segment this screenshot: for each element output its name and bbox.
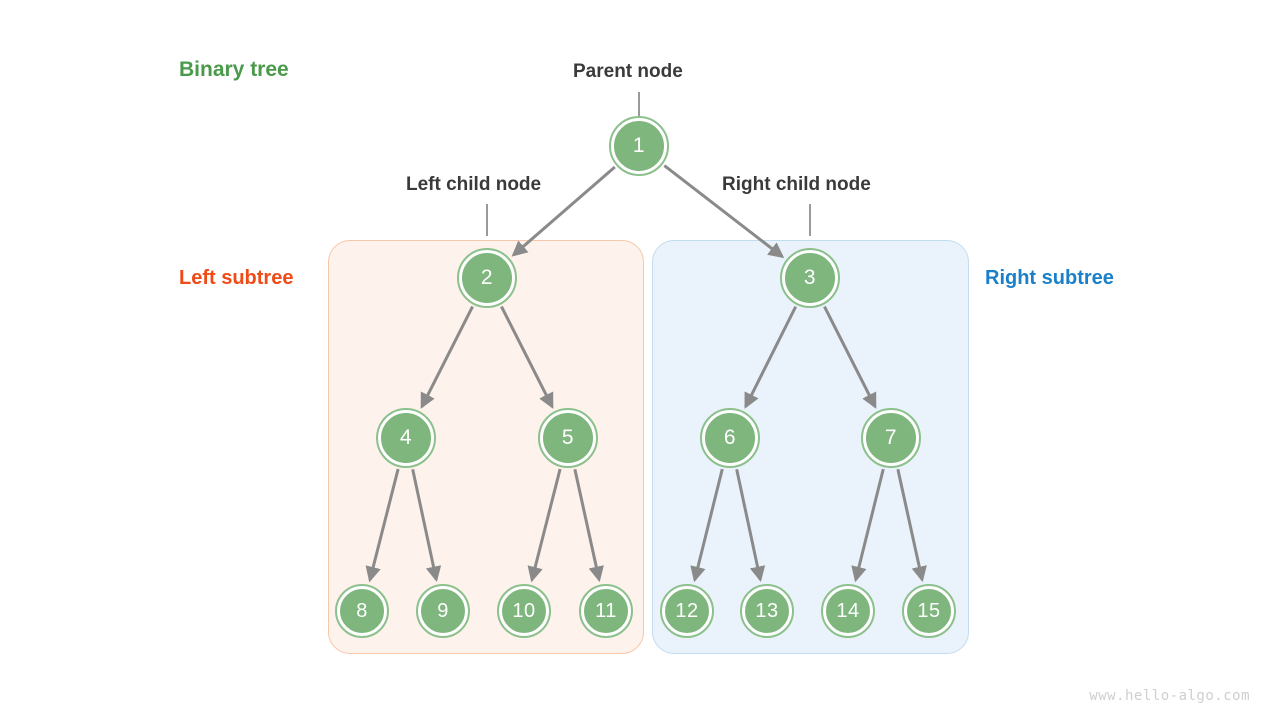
tree-node-1: 1	[609, 116, 669, 176]
tree-edge-4-to-9	[411, 468, 442, 583]
edge-group	[365, 164, 927, 583]
tree-edge-1-to-3	[663, 164, 785, 259]
diagram-title: Binary tree	[179, 58, 289, 81]
tree-edge-5-to-11	[573, 468, 604, 583]
site-watermark: www.hello-algo.com	[1089, 688, 1250, 704]
tree-edge-6-to-12	[690, 468, 724, 583]
tree-node-11: 11	[579, 584, 633, 638]
tree-node-10: 10	[497, 584, 551, 638]
tree-edge-3-to-6	[744, 305, 798, 409]
leader-line-group	[486, 92, 811, 236]
tree-node-5: 5	[538, 408, 598, 468]
tree-edge-4-to-8	[365, 468, 400, 583]
right-subtree-label: Right subtree	[985, 267, 1114, 289]
tree-edge-5-to-10	[527, 468, 562, 583]
tree-node-4: 4	[376, 408, 436, 468]
tree-edge-3-to-7	[823, 305, 877, 409]
tree-edge-1-to-2	[511, 165, 616, 257]
tree-edge-7-to-15	[896, 468, 927, 583]
parent-node-annotation: Parent node	[573, 61, 683, 82]
left-subtree-label: Left subtree	[179, 267, 294, 289]
tree-edge-2-to-4	[420, 305, 474, 409]
tree-node-15: 15	[902, 584, 956, 638]
tree-edge-7-to-14	[851, 468, 885, 583]
tree-node-2: 2	[457, 248, 517, 308]
tree-node-7: 7	[861, 408, 921, 468]
tree-edge-2-to-5	[500, 305, 554, 409]
tree-node-9: 9	[416, 584, 470, 638]
right-child-node-annotation: Right child node	[722, 174, 871, 195]
tree-node-6: 6	[700, 408, 760, 468]
left-child-node-annotation: Left child node	[406, 174, 542, 195]
tree-node-12: 12	[660, 584, 714, 638]
tree-edge-6-to-13	[735, 468, 766, 583]
tree-node-13: 13	[740, 584, 794, 638]
tree-node-3: 3	[780, 248, 840, 308]
tree-node-14: 14	[821, 584, 875, 638]
tree-node-8: 8	[335, 584, 389, 638]
